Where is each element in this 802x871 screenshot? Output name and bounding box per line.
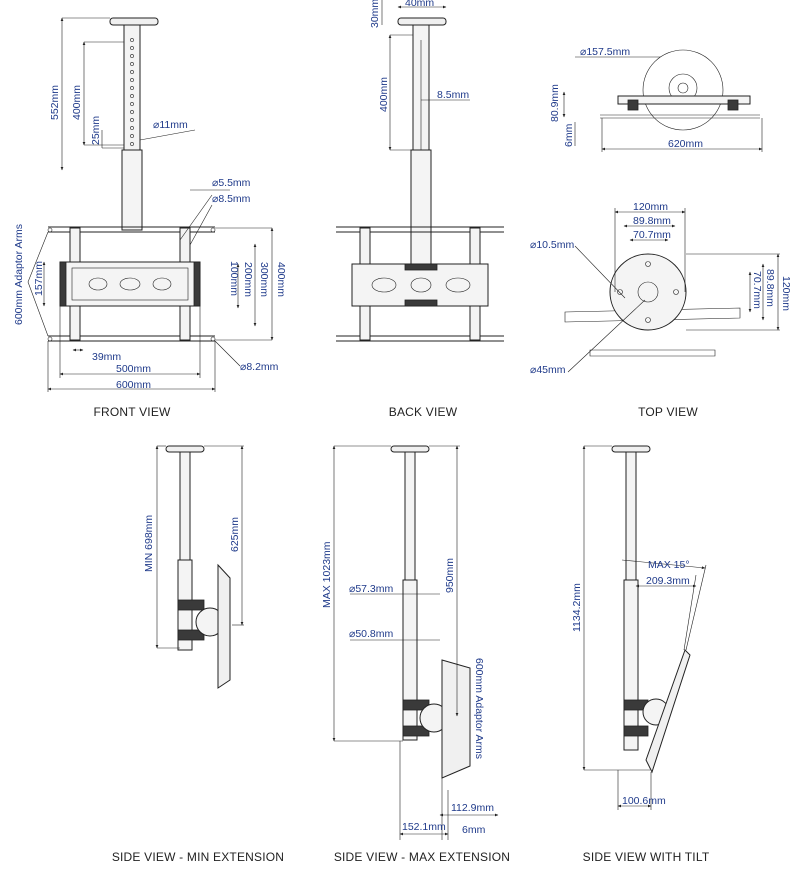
- side-tilt-view: MAX 15° 209.3mm 1134.2mm 100.6mm: [571, 445, 707, 810]
- front-pole-holes: [130, 38, 134, 146]
- front-ceiling-plate: [109, 17, 159, 26]
- side-min-view: MIN 698mm 625mm: [143, 445, 244, 689]
- top-dim-phi-10-5: ⌀10.5mm: [530, 239, 575, 251]
- top-upper-dimensions: [562, 56, 763, 152]
- top-dim-v-89-8: 89.8mm: [764, 269, 776, 307]
- caption-side-view-max: SIDE VIEW - MAX EXTENSION: [333, 850, 511, 864]
- side-tilt-dim-max-15: MAX 15°: [648, 559, 690, 571]
- front-dim-arms-600: 600mm Adaptor Arms: [13, 224, 25, 325]
- side-min-dim-698: MIN 698mm: [143, 515, 155, 572]
- front-dim-39: 39mm: [92, 351, 121, 363]
- side-min-dimensions: [155, 445, 244, 649]
- front-dim-phi-5-5: ⌀5.5mm: [212, 177, 251, 189]
- front-dim-phi-8-2: ⌀8.2mm: [240, 361, 279, 373]
- side-tilt-dim-209-3: 209.3mm: [646, 575, 690, 587]
- caption-back-view: BACK VIEW: [388, 405, 458, 419]
- front-dimensions: [27, 17, 274, 392]
- top-dim-v-120: 120mm: [780, 276, 792, 311]
- front-dim-200: 200mm: [242, 262, 254, 297]
- side-max-dim-6: 6mm: [462, 824, 486, 836]
- front-dim-phi-11: ⌀11mm: [153, 119, 188, 131]
- front-dim-552: 552mm: [49, 85, 61, 120]
- front-view: 552mm 400mm 25mm ⌀11mm ⌀5.5mm ⌀8.5mm 100…: [13, 17, 287, 392]
- back-dim-30: 30mm: [369, 0, 381, 28]
- top-view: ⌀157.5mm 80.9mm 6mm 620mm 120mm 89.8mm: [530, 46, 792, 376]
- top-dim-phi-45: ⌀45mm: [530, 364, 566, 376]
- top-dim-80-9: 80.9mm: [549, 84, 561, 122]
- caption-side-view-tilt: SIDE VIEW WITH TILT: [582, 850, 710, 864]
- top-dim-6: 6mm: [563, 123, 575, 147]
- back-view: 40mm 30mm 400mm 8.5mm: [336, 0, 504, 342]
- top-dim-70-7: 70.7mm: [633, 229, 671, 241]
- side-max-dimensions: [332, 445, 499, 840]
- side-max-dim-phi-57-3: ⌀57.3mm: [349, 583, 394, 595]
- front-dim-600: 600mm: [116, 379, 151, 391]
- front-dim-300: 300mm: [258, 262, 270, 297]
- side-max-dim-phi-50-8: ⌀50.8mm: [349, 628, 394, 640]
- front-dim-25: 25mm: [90, 116, 102, 145]
- back-dim-40: 40mm: [405, 0, 434, 9]
- caption-side-view-min: SIDE VIEW - MIN EXTENSION: [111, 850, 285, 864]
- back-dim-400: 400mm: [378, 77, 390, 112]
- side-max-dim-112-9: 112.9mm: [451, 802, 494, 814]
- front-adaptor-frame: [47, 226, 216, 342]
- side-max-dim-950: 950mm: [444, 558, 456, 593]
- caption-top-view: TOP VIEW: [638, 405, 698, 419]
- back-dim-8-5: 8.5mm: [437, 89, 469, 101]
- front-dim-157: 157mm: [33, 261, 45, 296]
- caption-front-view: FRONT VIEW: [93, 405, 171, 419]
- top-dim-120: 120mm: [633, 201, 668, 213]
- top-dim-v-70-7: 70.7mm: [751, 271, 763, 309]
- side-tilt-dim-100-6: 100.6mm: [622, 795, 666, 807]
- side-max-view: MAX 1023mm 950mm ⌀57.3mm ⌀50.8mm 600mm A…: [321, 445, 499, 840]
- top-dim-620: 620mm: [668, 138, 703, 150]
- side-max-dim-arms-600: 600mm Adaptor Arms: [473, 658, 485, 759]
- side-tilt-dimensions: [582, 445, 707, 810]
- front-dim-100: 100mm: [228, 261, 240, 296]
- top-dim-phi-157-5: ⌀157.5mm: [580, 46, 630, 58]
- top-dim-89-8: 89.8mm: [633, 215, 671, 227]
- front-dim-500: 500mm: [116, 363, 151, 375]
- side-min-dim-625: 625mm: [229, 517, 241, 552]
- top-lower-dimensions: [567, 208, 780, 373]
- front-outer-pole: [121, 149, 143, 231]
- side-max-dim-152-1: 152.1mm: [402, 821, 446, 833]
- front-dim-phi-8-5: ⌀8.5mm: [212, 193, 251, 205]
- side-tilt-dim-1134-2: 1134.2mm: [571, 583, 583, 632]
- front-dim-400: 400mm: [275, 262, 287, 297]
- side-max-dim-1023: MAX 1023mm: [321, 541, 333, 608]
- back-dimensions: [381, 0, 470, 151]
- front-dim-400-adjust: 400mm: [71, 85, 83, 120]
